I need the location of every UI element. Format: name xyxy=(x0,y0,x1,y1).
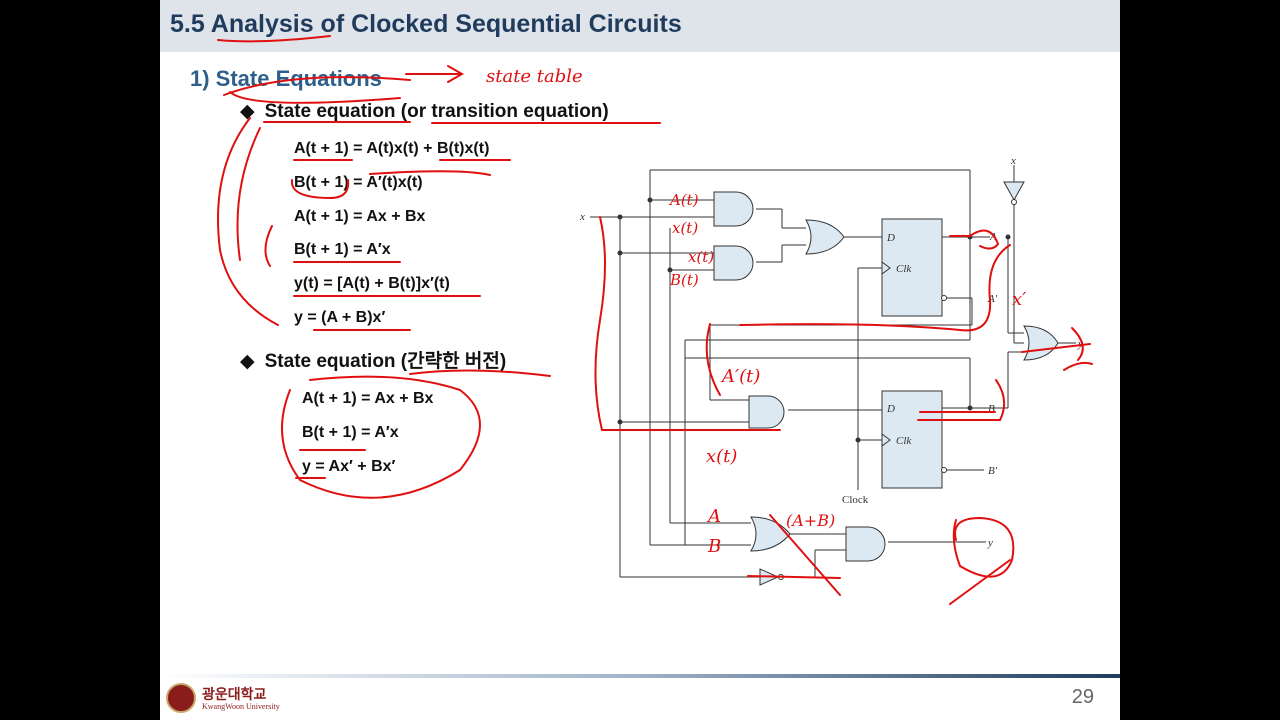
diamond-bullet-icon: ◆ xyxy=(240,101,255,122)
output-a-not-label: A′ xyxy=(987,293,998,305)
equation-2: B(t + 1) = A′(t)x(t) xyxy=(294,174,423,191)
output-b-label: B xyxy=(988,403,995,415)
short-equation-1: A(t + 1) = Ax + Bx xyxy=(302,390,434,407)
output-y-bottom-label: y xyxy=(987,537,993,549)
footer-divider xyxy=(160,674,1120,678)
equation-4: B(t + 1) = A′x xyxy=(294,241,391,258)
bullet-text: State equation (간략한 버전) xyxy=(264,351,507,372)
ff-b-clk-label: Clk xyxy=(896,435,912,447)
equation-1: A(t + 1) = A(t)x(t) + B(t)x(t) xyxy=(294,140,490,157)
slide: 5.5 Analysis of Clocked Sequential Circu… xyxy=(160,0,1120,720)
input-x-label: x xyxy=(579,211,585,223)
bullet-short-version: ◆ State equation (간략한 버전) xyxy=(240,346,506,373)
ff-b-d-label: D xyxy=(886,403,895,415)
slide-title: 5.5 Analysis of Clocked Sequential Circu… xyxy=(170,10,682,38)
ff-a-clk-label: Clk xyxy=(896,263,912,275)
equation-6: y = (A + B)x′ xyxy=(294,309,386,326)
clock-label: Clock xyxy=(842,494,869,506)
short-equation-3: y = Ax′ + Bx′ xyxy=(302,458,396,475)
output-y-top-label: y xyxy=(1077,338,1083,350)
bullet-text: State equation (or transition equation) xyxy=(264,101,609,122)
page-number: 29 xyxy=(1071,686,1094,708)
title-bar: 5.5 Analysis of Clocked Sequential Circu… xyxy=(160,0,1120,52)
equation-5: y(t) = [A(t) + B(t)]x′(t) xyxy=(294,275,450,292)
output-a-label: A xyxy=(989,231,997,243)
output-b-not-label: B′ xyxy=(988,465,998,477)
logo-subtitle: KwangWoon University xyxy=(202,702,280,711)
ff-a-d-label: D xyxy=(886,232,895,244)
equation-3: A(t + 1) = Ax + Bx xyxy=(294,208,426,225)
section-heading: 1) State Equations xyxy=(190,66,382,91)
logo-name: 광운대학교 xyxy=(202,686,267,702)
bullet-transition-equation: ◆ State equation (or transition equation) xyxy=(240,100,609,123)
short-equation-2: B(t + 1) = A′x xyxy=(302,424,399,441)
sequential-circuit-diagram: x x D Clk D Clk A A′ B B′ y y Clock xyxy=(579,155,1083,586)
university-logo: 광운대학교 KwangWoon University xyxy=(166,683,316,717)
input-x-top-label: x xyxy=(1010,155,1016,167)
university-seal-icon xyxy=(166,683,196,713)
diamond-bullet-icon: ◆ xyxy=(240,351,255,372)
annotation-state-table: state table xyxy=(486,66,583,87)
